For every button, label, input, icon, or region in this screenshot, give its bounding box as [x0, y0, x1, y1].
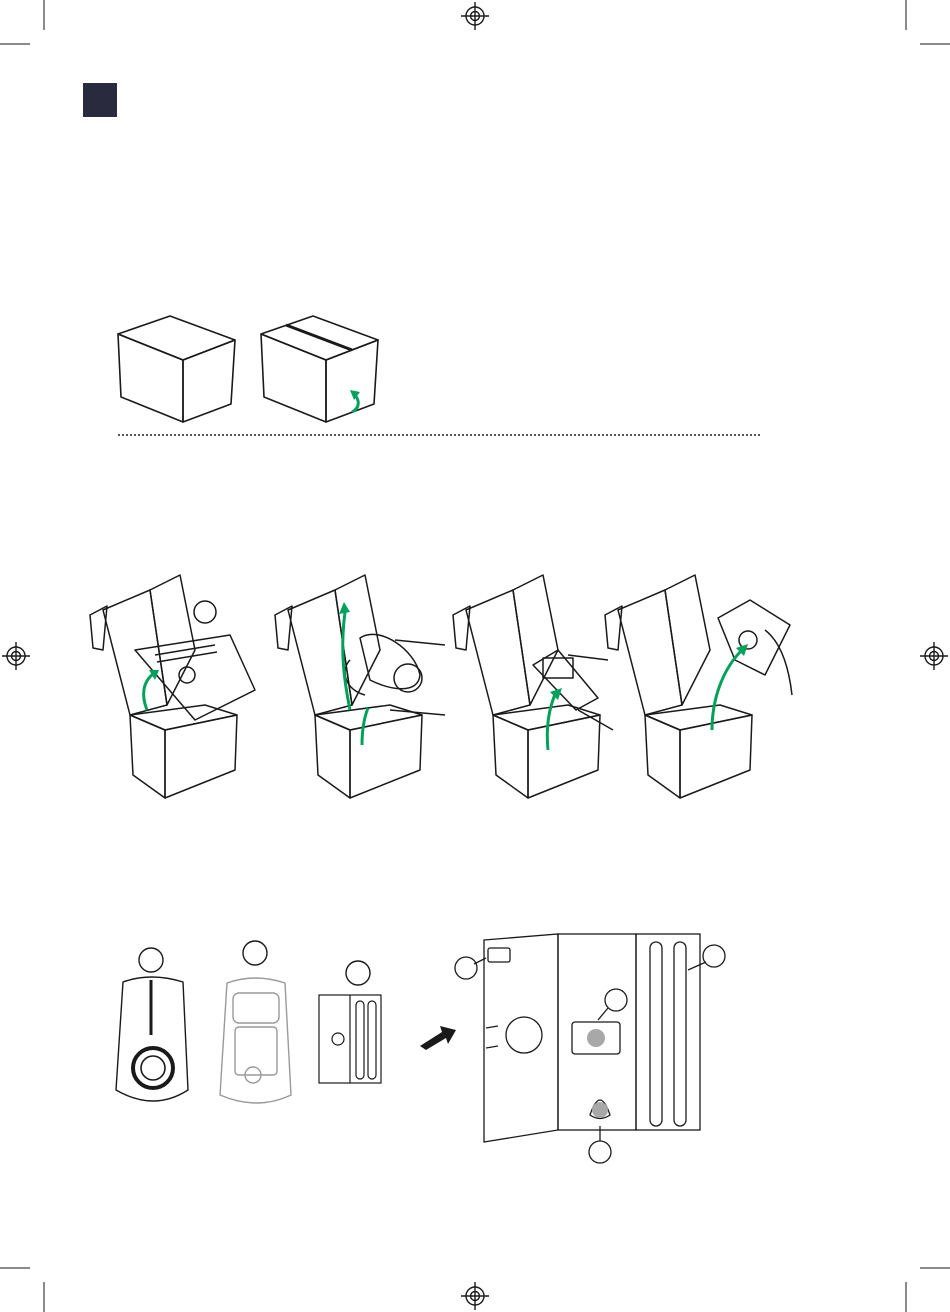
box-tape-illustration: [256, 312, 386, 427]
registration-mark-icon: [461, 2, 489, 30]
section-divider: [118, 434, 760, 436]
backplate-illustration: [215, 935, 310, 1110]
packing-insert-illustration: [312, 955, 392, 1115]
registration-mark-icon: [461, 1282, 489, 1310]
open-box-step-1: [85, 570, 255, 800]
curved-arrow-icon: [547, 692, 556, 750]
open-box-step-3: [448, 570, 618, 800]
charger-unit-illustration: [108, 940, 198, 1110]
closed-box-illustration: [113, 312, 243, 427]
unfolded-insert-diagram: [448, 920, 738, 1160]
open-box-step-2: [270, 570, 445, 800]
open-box-step-4: [600, 570, 795, 800]
registration-mark-icon: [920, 642, 948, 670]
curved-arrow-icon: [144, 674, 153, 710]
registration-mark-icon: [2, 642, 30, 670]
